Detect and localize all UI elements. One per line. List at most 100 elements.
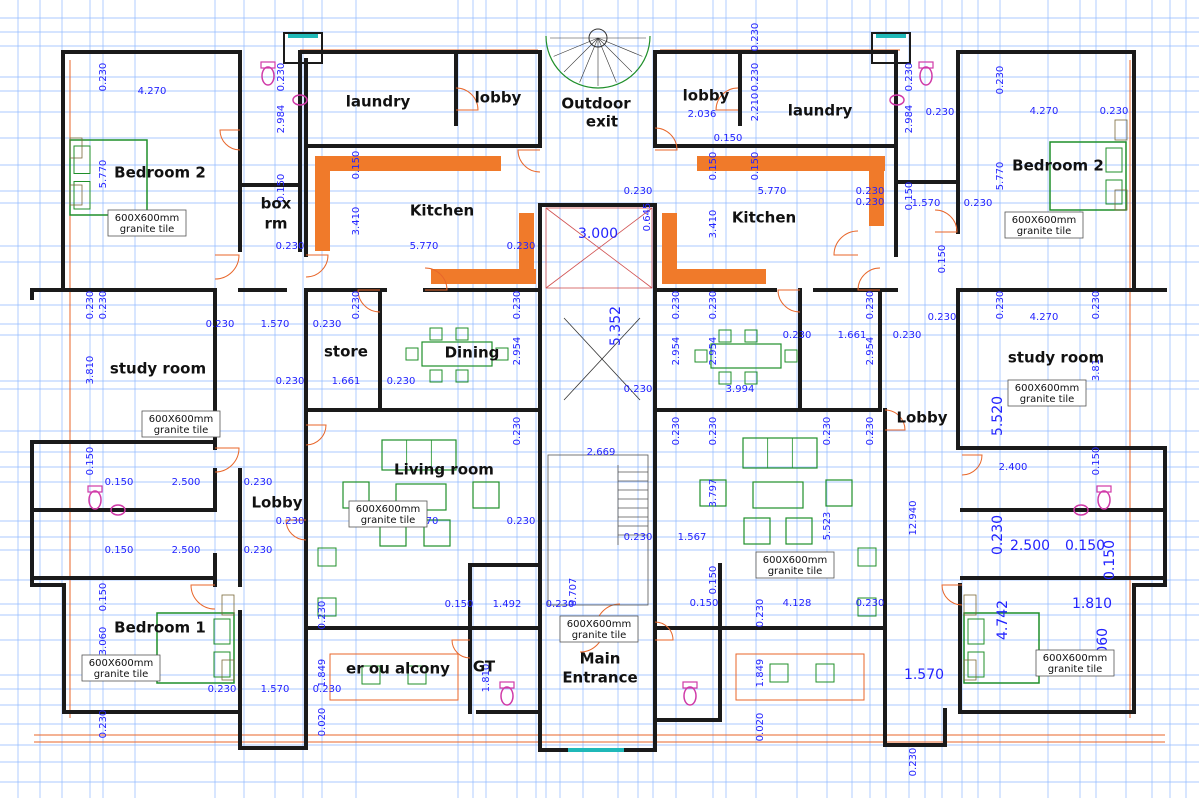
plant-pot bbox=[857, 597, 877, 617]
room-label: Bedroom 2 bbox=[1012, 157, 1104, 175]
room-label: box bbox=[261, 195, 292, 213]
dimension-label: 1.570 bbox=[261, 684, 290, 695]
toilet bbox=[683, 686, 697, 706]
door-swing bbox=[517, 149, 541, 173]
dimension-label: 0.230 bbox=[244, 477, 273, 488]
toilet-tank bbox=[260, 61, 276, 69]
dimension-labels: 0.230 4.270 0.230 2.984 5.770 0.150 0.230 0.150… bbox=[85, 23, 1128, 777]
dimension-label: 0.230 bbox=[865, 417, 876, 446]
dimension-label: 4.270 bbox=[138, 86, 167, 97]
tile-label-box bbox=[141, 410, 221, 438]
dimension-label: 0.230 bbox=[928, 312, 957, 323]
armchair bbox=[743, 517, 771, 545]
spiral-stair-step bbox=[579, 37, 599, 83]
dimension-label: 0.230 bbox=[507, 241, 536, 252]
dimension-label: 4.270 bbox=[1030, 106, 1059, 117]
dimension-label: 2.036 bbox=[688, 109, 717, 120]
room-label: Bedroom 2 bbox=[114, 164, 206, 182]
sofa bbox=[742, 437, 818, 469]
dimension-label: 2.500 bbox=[172, 477, 201, 488]
dimension-label: 2.954 bbox=[512, 337, 523, 366]
dimension-label: 1.661 bbox=[332, 376, 361, 387]
dimension-label: 5.770 bbox=[995, 162, 1006, 191]
toilet-tank bbox=[1096, 485, 1112, 493]
dimension-label: 0.230 bbox=[783, 330, 812, 341]
balcony-outline bbox=[329, 653, 459, 701]
dimension-label: 0.230 bbox=[671, 417, 682, 446]
door-swing bbox=[941, 584, 963, 606]
tile-label-box bbox=[348, 500, 428, 528]
door-swing bbox=[961, 454, 983, 476]
stair-box bbox=[547, 454, 649, 606]
side-table bbox=[221, 594, 235, 616]
room-label: laundry bbox=[788, 102, 853, 120]
dimension-label: 0.230 bbox=[708, 291, 719, 320]
tile-label-box bbox=[559, 615, 639, 643]
balcony-chair bbox=[361, 665, 381, 685]
dining-chair bbox=[694, 349, 708, 363]
dimension-label: 0.230 bbox=[624, 186, 653, 197]
dimension-label: 0.230 bbox=[908, 748, 919, 777]
tile-label-box bbox=[1035, 649, 1115, 677]
dimension-label: 1.570 bbox=[912, 198, 941, 209]
dimension-label: 2.984 bbox=[904, 105, 915, 134]
dimension-label: 2.210 bbox=[750, 93, 761, 122]
dimension-label: 0.230 bbox=[313, 684, 342, 695]
stair-diagonal bbox=[563, 317, 641, 401]
door-swing bbox=[219, 129, 241, 151]
door-swing bbox=[305, 254, 329, 278]
dimension-label: 4.128 bbox=[783, 598, 812, 609]
dimension-label: 0.020 bbox=[755, 713, 766, 742]
dimension-label: 2.954 bbox=[708, 337, 719, 366]
dimension-label: 0.230 bbox=[512, 417, 523, 446]
dimension-label: 1.492 bbox=[493, 599, 522, 610]
dimension-label: 2.984 bbox=[276, 105, 287, 134]
kitchen-counter bbox=[662, 269, 766, 284]
dimension-label: 0.230 bbox=[624, 532, 653, 543]
dimension-label: 2.500 bbox=[172, 545, 201, 556]
dimension-label: 3.81 bbox=[1091, 359, 1102, 381]
fixtures bbox=[69, 28, 1128, 706]
tile-label-size: 600X600mm bbox=[356, 504, 421, 515]
tile-label-box bbox=[755, 551, 835, 579]
dining-chair bbox=[744, 371, 758, 385]
dimension-label: 5.770 bbox=[98, 160, 109, 189]
basin bbox=[110, 504, 126, 516]
dimension-label: 0.230 bbox=[755, 599, 766, 628]
spiral-stair-step bbox=[563, 37, 599, 73]
dimension-label: 12.940 bbox=[908, 501, 919, 536]
dining-chair bbox=[744, 329, 758, 343]
dimension-label: 0.230 bbox=[856, 197, 885, 208]
basin bbox=[1073, 504, 1089, 516]
side-table bbox=[1114, 189, 1128, 211]
tile-label-size: 600X600mm bbox=[1015, 383, 1080, 394]
room-label: study room bbox=[1008, 349, 1104, 367]
door-swing bbox=[214, 447, 240, 473]
dimension-label: 0.230 bbox=[990, 515, 1006, 555]
door-swing bbox=[214, 254, 240, 280]
balcony-chair bbox=[815, 663, 835, 683]
room-label: lobby bbox=[683, 87, 730, 105]
room-label: rm bbox=[264, 215, 287, 233]
dimension-label: 0.150 bbox=[904, 182, 915, 211]
bed bbox=[1049, 141, 1127, 211]
tile-label-size: 600X600mm bbox=[115, 213, 180, 224]
side-table bbox=[221, 659, 235, 681]
dimension-label: 0.150 bbox=[1091, 447, 1102, 476]
toilet bbox=[919, 66, 933, 86]
room-label: store bbox=[324, 343, 368, 361]
door-swing bbox=[455, 87, 479, 111]
dimension-label: 0.230 bbox=[313, 319, 342, 330]
balcony-chair bbox=[407, 665, 427, 685]
dimension-label: 0.230 bbox=[1100, 106, 1129, 117]
tile-label-material: granite tile bbox=[572, 630, 627, 641]
side-table bbox=[963, 659, 977, 681]
dimension-label: 0.230 bbox=[244, 545, 273, 556]
dimension-label: 3.994 bbox=[726, 384, 755, 395]
room-label: Kitchen bbox=[732, 209, 796, 227]
dimension-label: 3.410 bbox=[708, 210, 719, 239]
kitchen-counter bbox=[315, 156, 501, 171]
kitchen-counter bbox=[431, 269, 536, 284]
dimension-label: 0.230 bbox=[750, 63, 761, 92]
